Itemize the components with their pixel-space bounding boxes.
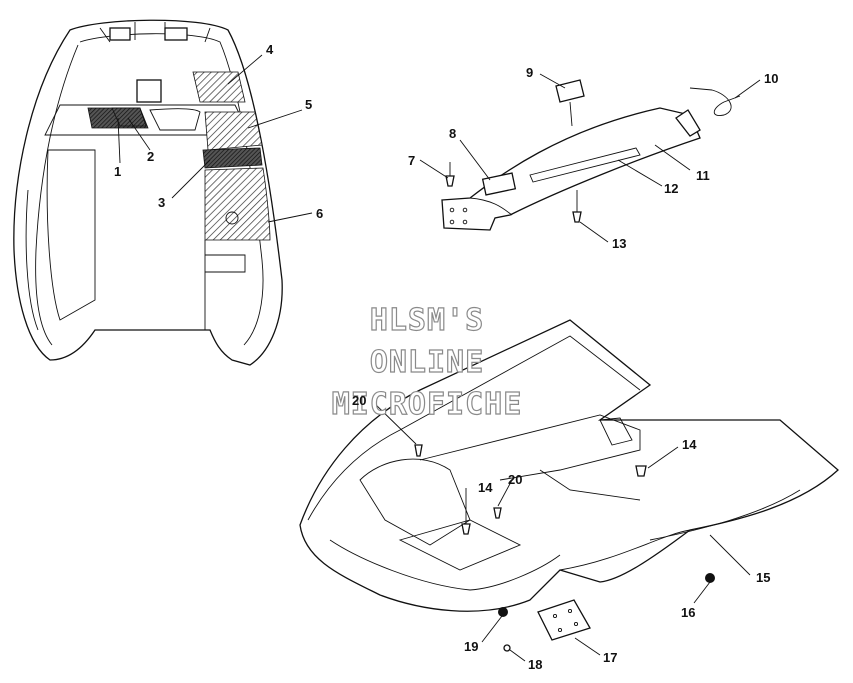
watermark-line-2: ONLINE bbox=[370, 345, 484, 380]
fastener-part-14a bbox=[461, 523, 471, 535]
fastener-part-20b bbox=[493, 507, 502, 519]
fastener-part-20a bbox=[414, 444, 423, 457]
wire-part-10 bbox=[689, 87, 741, 116]
clip-part-9 bbox=[555, 79, 585, 103]
callout-11: 11 bbox=[696, 168, 710, 183]
part-3-hatched bbox=[202, 147, 263, 169]
belly-pan-assembly bbox=[299, 319, 839, 652]
callout-19: 19 bbox=[464, 639, 478, 654]
strip-part-12 bbox=[529, 147, 641, 183]
callout-14-right: 14 bbox=[682, 437, 697, 452]
callout-5: 5 bbox=[305, 97, 312, 112]
watermark: HLSM'S ONLINE MICROFICHE bbox=[331, 302, 523, 422]
watermark-line-1: HLSM'S bbox=[370, 303, 484, 338]
callout-17: 17 bbox=[603, 650, 617, 665]
part-5-hatched bbox=[204, 111, 263, 151]
callout-14-left: 14 bbox=[478, 480, 493, 495]
callout-1: 1 bbox=[114, 164, 121, 179]
callout-10: 10 bbox=[764, 71, 778, 86]
callout-18: 18 bbox=[528, 657, 542, 672]
label-part-8 bbox=[481, 172, 517, 196]
callout-20-upper: 20 bbox=[352, 393, 366, 408]
callout-9: 9 bbox=[526, 65, 533, 80]
callout-13: 13 bbox=[612, 236, 626, 251]
watermark-line-3: MICROFICHE bbox=[332, 387, 523, 422]
callout-4: 4 bbox=[266, 42, 274, 57]
callout-2: 2 bbox=[147, 149, 154, 164]
hood-assembly bbox=[13, 19, 283, 366]
washer-part-18 bbox=[503, 644, 511, 652]
callout-16: 16 bbox=[681, 605, 695, 620]
callout-12: 12 bbox=[664, 181, 678, 196]
callout-3: 3 bbox=[158, 195, 165, 210]
grommet-part-19 bbox=[498, 607, 508, 617]
callout-8: 8 bbox=[449, 126, 456, 141]
callout-20-lower: 20 bbox=[508, 472, 522, 487]
fastener-part-14b bbox=[635, 465, 647, 477]
leader-lines bbox=[117, 54, 761, 662]
callout-7: 7 bbox=[408, 153, 415, 168]
fastener-part-13 bbox=[572, 211, 582, 223]
callout-15: 15 bbox=[756, 570, 770, 585]
grommet-part-16 bbox=[705, 573, 715, 583]
pan-assembly bbox=[441, 79, 741, 231]
plate-part-17 bbox=[537, 599, 591, 641]
part-2-hatched bbox=[111, 107, 147, 127]
fastener-part-7 bbox=[445, 175, 455, 187]
part-4-hatched bbox=[192, 71, 246, 103]
callout-labels: 1 2 3 4 5 6 7 8 9 10 11 12 13 14 14 15 1… bbox=[114, 42, 778, 672]
part-6-hatched bbox=[204, 167, 271, 241]
callout-6: 6 bbox=[316, 206, 323, 221]
